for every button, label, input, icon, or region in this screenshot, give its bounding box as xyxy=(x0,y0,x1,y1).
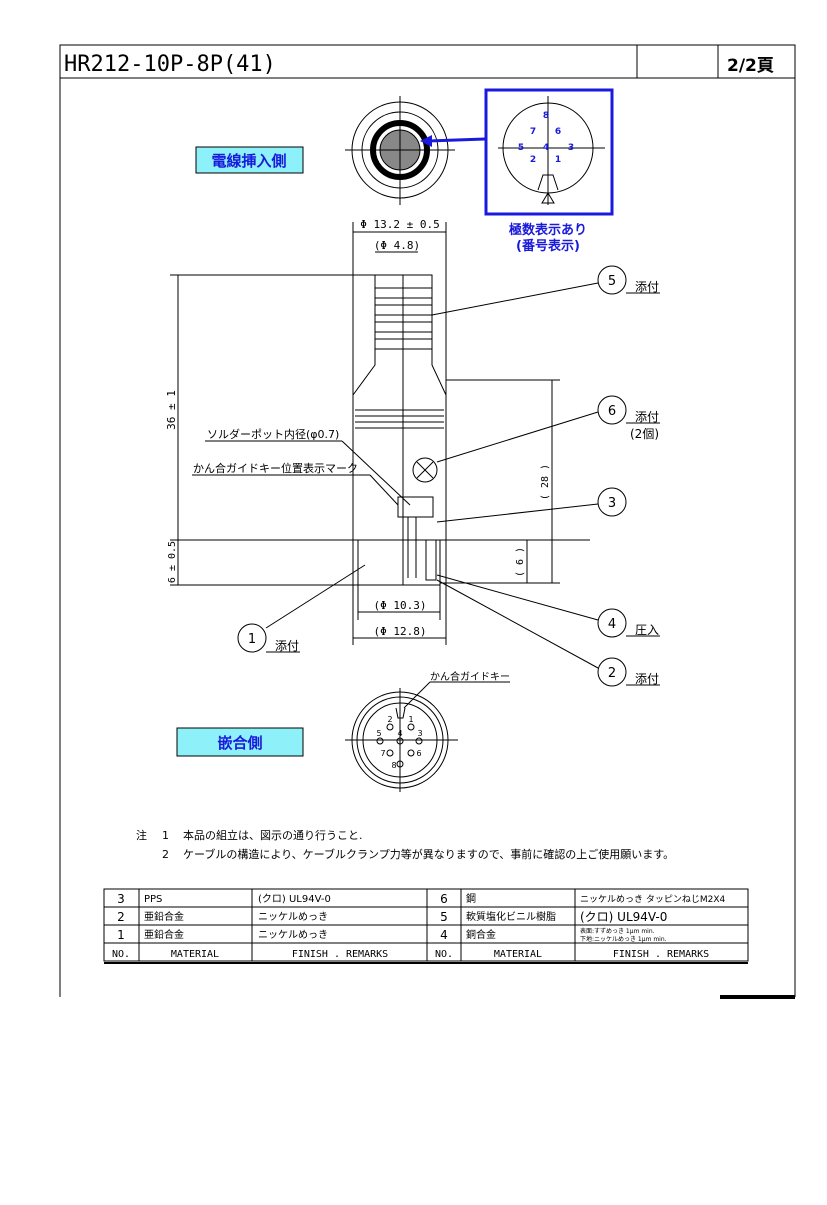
table-header: MATERIAL xyxy=(171,949,219,960)
svg-text:6: 6 xyxy=(416,749,421,758)
table-header: NO. xyxy=(112,949,130,960)
guide-mark-note: かん合ガイドキー位置表示マーク xyxy=(193,461,358,475)
table-cell: 6 xyxy=(440,892,448,906)
dim-tip-len: ( 6 ) xyxy=(515,547,526,577)
svg-text:注: 注 xyxy=(136,828,147,842)
pin-label: 8 xyxy=(543,111,549,121)
table-cell: 5 xyxy=(440,910,448,924)
svg-text:5: 5 xyxy=(376,729,381,738)
svg-text:3: 3 xyxy=(608,496,616,511)
table-cell: 鋼 xyxy=(466,892,476,905)
part-number: HR212-10P-8P(41) xyxy=(64,52,276,77)
dim-body-len: ( 28 ) xyxy=(540,464,551,500)
notes: 注 1 本品の組立は、図示の通り行うこと. 2 ケーブルの構造により、ケーブルク… xyxy=(136,828,674,861)
table-header: NO. xyxy=(435,949,453,960)
pin-label: 6 xyxy=(555,127,561,137)
cable-side-label: 電線挿入側 xyxy=(211,152,286,170)
table-cell: 下地:ニッケルめっき 1μm min. xyxy=(580,935,667,943)
table-cell: ニッケルめっき xyxy=(258,911,328,923)
table-cell: 2 xyxy=(117,910,125,924)
balloon-3: 3 xyxy=(597,487,627,517)
dim-tip: 6 ± 0.5 xyxy=(167,541,178,583)
svg-text:1: 1 xyxy=(408,715,413,724)
table-cell: 3 xyxy=(117,892,125,906)
cable-side-label-box xyxy=(195,146,304,174)
pin-label: 2 xyxy=(530,155,536,165)
table-cell: (クロ) UL94V-0 xyxy=(258,893,331,905)
table-cell: 銅合金 xyxy=(466,928,496,941)
table-cell: (クロ) UL94V-0 xyxy=(580,910,667,924)
svg-text:2: 2 xyxy=(387,715,392,724)
svg-text:圧入: 圧入 xyxy=(635,623,659,637)
table-cell: 4 xyxy=(440,928,448,942)
table-cell: 1 xyxy=(117,928,125,942)
table-cell: 表面:すずめっき 1μm min. xyxy=(580,927,655,935)
dimensions xyxy=(170,222,590,645)
mating-side-label: 嵌合側 xyxy=(217,734,262,752)
annotation-leaders xyxy=(192,282,599,669)
mating-side-view: 1 2 3 4 5 6 7 8 xyxy=(345,681,510,792)
svg-text:ケーブルの構造により、ケーブルクランプ力等が異なりますので、: ケーブルの構造により、ケーブルクランプ力等が異なりますので、事前に確認の上ご使用… xyxy=(183,847,674,861)
svg-text:8: 8 xyxy=(391,761,396,770)
balloon-2: 2 添付 xyxy=(597,657,660,687)
dim-length: 36 ± 1 xyxy=(165,390,178,430)
table-header: FINISH . REMARKS xyxy=(292,949,388,960)
pin-label: 3 xyxy=(568,143,574,153)
mating-side-label-box xyxy=(176,727,304,757)
parts-table: 3 PPS (クロ) UL94V-0 6 鋼 ニッケルめっき タッピンねじM2X… xyxy=(103,888,749,964)
table-cell: 亜鉛合金 xyxy=(144,910,184,923)
svg-text:1: 1 xyxy=(248,632,256,647)
svg-text:添付: 添付 xyxy=(275,639,299,653)
svg-text:3: 3 xyxy=(417,729,422,738)
svg-text:2: 2 xyxy=(608,666,616,681)
table-cell: PPS xyxy=(144,894,162,905)
title-block: HR212-10P-8P(41) 2/2頁 xyxy=(59,44,796,79)
dim-dia-103: (Φ 10.3) xyxy=(374,599,427,612)
balloon-4: 4 圧入 xyxy=(597,608,660,638)
pin-label: 5 xyxy=(518,143,524,153)
solder-pot-note: ソルダーポット内径(φ0.7) xyxy=(207,427,339,441)
pin-label: 7 xyxy=(530,127,536,137)
svg-text:4: 4 xyxy=(397,729,402,738)
side-view xyxy=(352,274,447,586)
pole-marking-sublabel: (番号表示) xyxy=(516,238,580,254)
table-cell: 軟質塩化ビニル樹脂 xyxy=(466,910,556,923)
page-number: 2/2頁 xyxy=(727,56,774,76)
svg-text:本品の組立は、図示の通り行うこと.: 本品の組立は、図示の通り行うこと. xyxy=(183,828,363,842)
pin-label: 4 xyxy=(543,143,549,153)
svg-text:4: 4 xyxy=(608,617,616,632)
pin-number-detail: 8 7 6 5 4 3 2 1 xyxy=(484,88,614,216)
svg-text:7: 7 xyxy=(380,749,385,758)
table-header: MATERIAL xyxy=(494,949,542,960)
svg-text:添付: 添付 xyxy=(635,410,659,424)
svg-text:6: 6 xyxy=(608,404,616,419)
table-header: FINISH . REMARKS xyxy=(613,949,709,960)
balloon-1: 1 添付 xyxy=(237,623,300,653)
table-cell: 亜鉛合金 xyxy=(144,928,184,941)
balloon-5: 5 添付 xyxy=(597,265,660,295)
pole-marking-label: 極数表示あり xyxy=(508,222,587,238)
svg-text:5: 5 xyxy=(608,274,616,289)
dim-outer-dia: Φ 13.2 ± 0.5 xyxy=(360,218,439,231)
svg-text:(2個): (2個) xyxy=(630,427,659,441)
dim-inner-dia: (Φ 4.8) xyxy=(374,239,420,252)
svg-text:添付: 添付 xyxy=(635,280,659,294)
cable-side-view xyxy=(345,96,486,205)
table-cell: ニッケルめっき xyxy=(258,929,328,941)
svg-text:添付: 添付 xyxy=(635,672,659,686)
table-cell: ニッケルめっき タッピンねじM2X4 xyxy=(580,894,726,905)
dim-dia-128: (Φ 12.8) xyxy=(374,625,427,638)
pin-label: 1 xyxy=(555,155,561,165)
svg-text:2: 2 xyxy=(162,848,169,861)
svg-text:1: 1 xyxy=(162,829,169,842)
guide-key-label: かん合ガイドキー xyxy=(430,670,510,683)
balloon-6: 6 添付 (2個) xyxy=(597,395,660,441)
